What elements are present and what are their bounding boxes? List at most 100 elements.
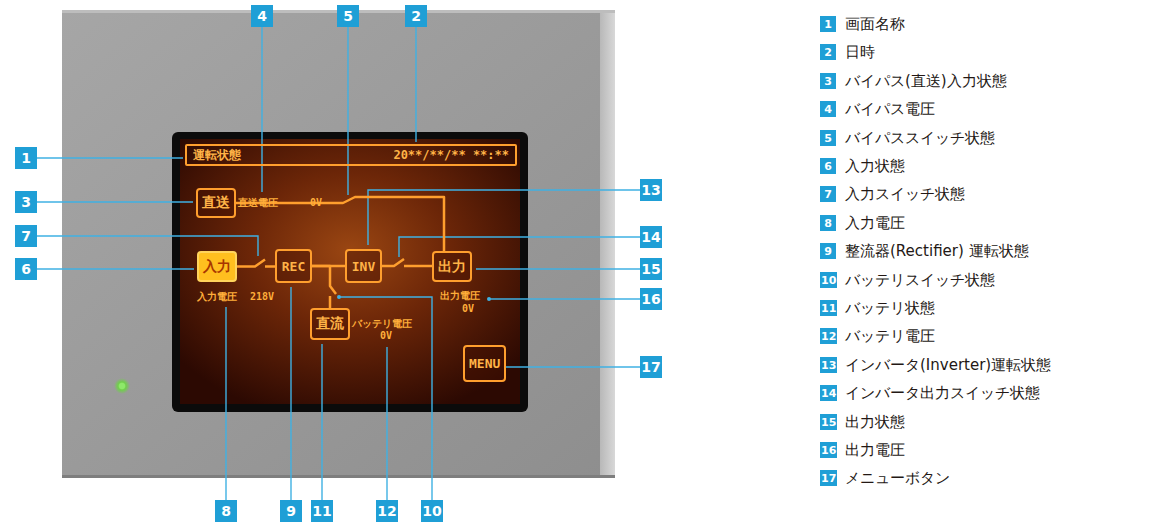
screen-reading: 出力電圧: [440, 290, 480, 302]
box-text: 出力: [438, 258, 466, 276]
leader-line: [489, 298, 640, 299]
callout-number: 8: [215, 500, 237, 522]
legend-description: インバータ(Inverter)運転状態: [845, 355, 1051, 375]
power-line: [312, 266, 336, 308]
leader-lines: [37, 27, 640, 500]
power-line: [237, 260, 275, 267]
box-text: MENU: [469, 356, 500, 371]
screen-reading: 入力電圧: [197, 291, 237, 303]
box-text: INV: [352, 259, 375, 274]
callout-number: 6: [15, 258, 37, 280]
leader-line: [321, 344, 322, 500]
legend-description: 出力状態: [845, 412, 905, 432]
legend-description: 日時: [845, 42, 875, 62]
callout-number: 10: [421, 500, 443, 522]
legend-description: 整流器(Rectifier) 運転状態: [845, 241, 1029, 261]
legend-description: バッテリ電圧: [845, 326, 935, 346]
panel-edge: [600, 10, 615, 478]
rectifier-box: REC: [275, 249, 312, 283]
legend-number: 17: [820, 470, 837, 486]
screen-header: 運転状態 20**/**/** **:**: [185, 144, 517, 166]
legend-description: バッテリ状態: [845, 298, 935, 318]
legend-description: 入力電圧: [845, 213, 905, 233]
legend-number: 1: [820, 16, 836, 32]
bypass-box: 直送: [196, 188, 236, 218]
display-area: [180, 139, 520, 404]
leader-line: [37, 157, 183, 158]
screen-reading: 0V: [462, 303, 474, 315]
panel-bottom-shadow: [62, 475, 615, 478]
callout-number: 2: [405, 5, 427, 27]
box-text: 運転状態: [193, 147, 241, 164]
legend-description: メニューボタン: [845, 468, 950, 488]
legend-description: インバータ出力スイッチ状態: [845, 383, 1040, 403]
callout-number: 4: [251, 5, 273, 27]
legend-description: バイパス電圧: [845, 99, 935, 119]
legend-number: 4: [820, 101, 836, 117]
inverter-box: INV: [345, 249, 382, 283]
screen-reading: 0V: [380, 330, 392, 342]
box-text: 直送: [202, 194, 230, 212]
output-box: 出力: [432, 251, 472, 282]
legend-number: 14: [820, 385, 837, 401]
callout-number: 1: [15, 147, 37, 169]
screen-reading: バッテリ電圧: [352, 318, 412, 330]
power-line-path: [382, 259, 432, 266]
legend-description: バッテリスイッチ状態: [845, 270, 995, 290]
box-subtext: 20**/**/** **:**: [393, 148, 509, 162]
leader-line: [225, 307, 226, 500]
legend-description: バイパススイッチ状態: [845, 128, 995, 148]
leader-line: [415, 27, 416, 142]
callout-number: 12: [376, 500, 398, 522]
legend-number: 6: [820, 158, 836, 174]
box-text: REC: [282, 259, 305, 274]
leader-line: [290, 287, 291, 500]
callout-number: 16: [640, 288, 662, 310]
legend-number: 7: [820, 186, 836, 202]
leader-line: [261, 27, 262, 192]
callout-number: 9: [280, 500, 302, 522]
menu-button: MENU: [463, 345, 506, 382]
callout-number: 5: [337, 5, 359, 27]
screen-reading: 0V: [310, 197, 322, 209]
status-led: [119, 383, 125, 389]
leader-line: [37, 201, 193, 202]
leader-line: [347, 27, 348, 195]
leader-line: [476, 268, 640, 269]
box-text: 入力: [203, 258, 231, 276]
leader-line: [505, 366, 640, 367]
legend-number: 10: [820, 272, 837, 288]
power-line: [382, 259, 432, 266]
battery-box: 直流: [310, 308, 350, 340]
legend-description: 入力状態: [845, 156, 905, 176]
leader-line: [386, 347, 387, 500]
screen-reading: 218V: [250, 291, 274, 303]
callout-number: 13: [640, 179, 662, 201]
legend-number: 2: [820, 44, 836, 60]
legend-number: 9: [820, 243, 836, 259]
box-text: 直流: [316, 315, 344, 333]
legend-number: 11: [820, 300, 837, 316]
callout-number: 11: [311, 500, 333, 522]
power-line: [236, 197, 444, 251]
legend-description: 入力スイッチ状態: [845, 184, 965, 204]
legend-number: 8: [820, 215, 836, 231]
legend-number: 15: [820, 414, 837, 430]
legend-description: バイパス(直送)入力状態: [845, 71, 1007, 91]
status-led-glow: [114, 378, 130, 394]
leader-dot: [487, 297, 491, 301]
legend-number: 13: [820, 357, 837, 373]
legend-description: 出力電圧: [845, 440, 905, 460]
legend-number: 5: [820, 130, 836, 146]
leader-line: [37, 268, 194, 269]
leader-line: [339, 297, 432, 500]
callout-number: 7: [15, 225, 37, 247]
callout-number: 3: [15, 191, 37, 213]
device-panel: [62, 10, 615, 478]
leader-dot: [337, 295, 341, 299]
power-line-path: [236, 197, 444, 251]
power-line-path: [237, 260, 275, 267]
legend-number: 3: [820, 73, 836, 89]
screen-reading: 直送電圧: [238, 197, 278, 209]
